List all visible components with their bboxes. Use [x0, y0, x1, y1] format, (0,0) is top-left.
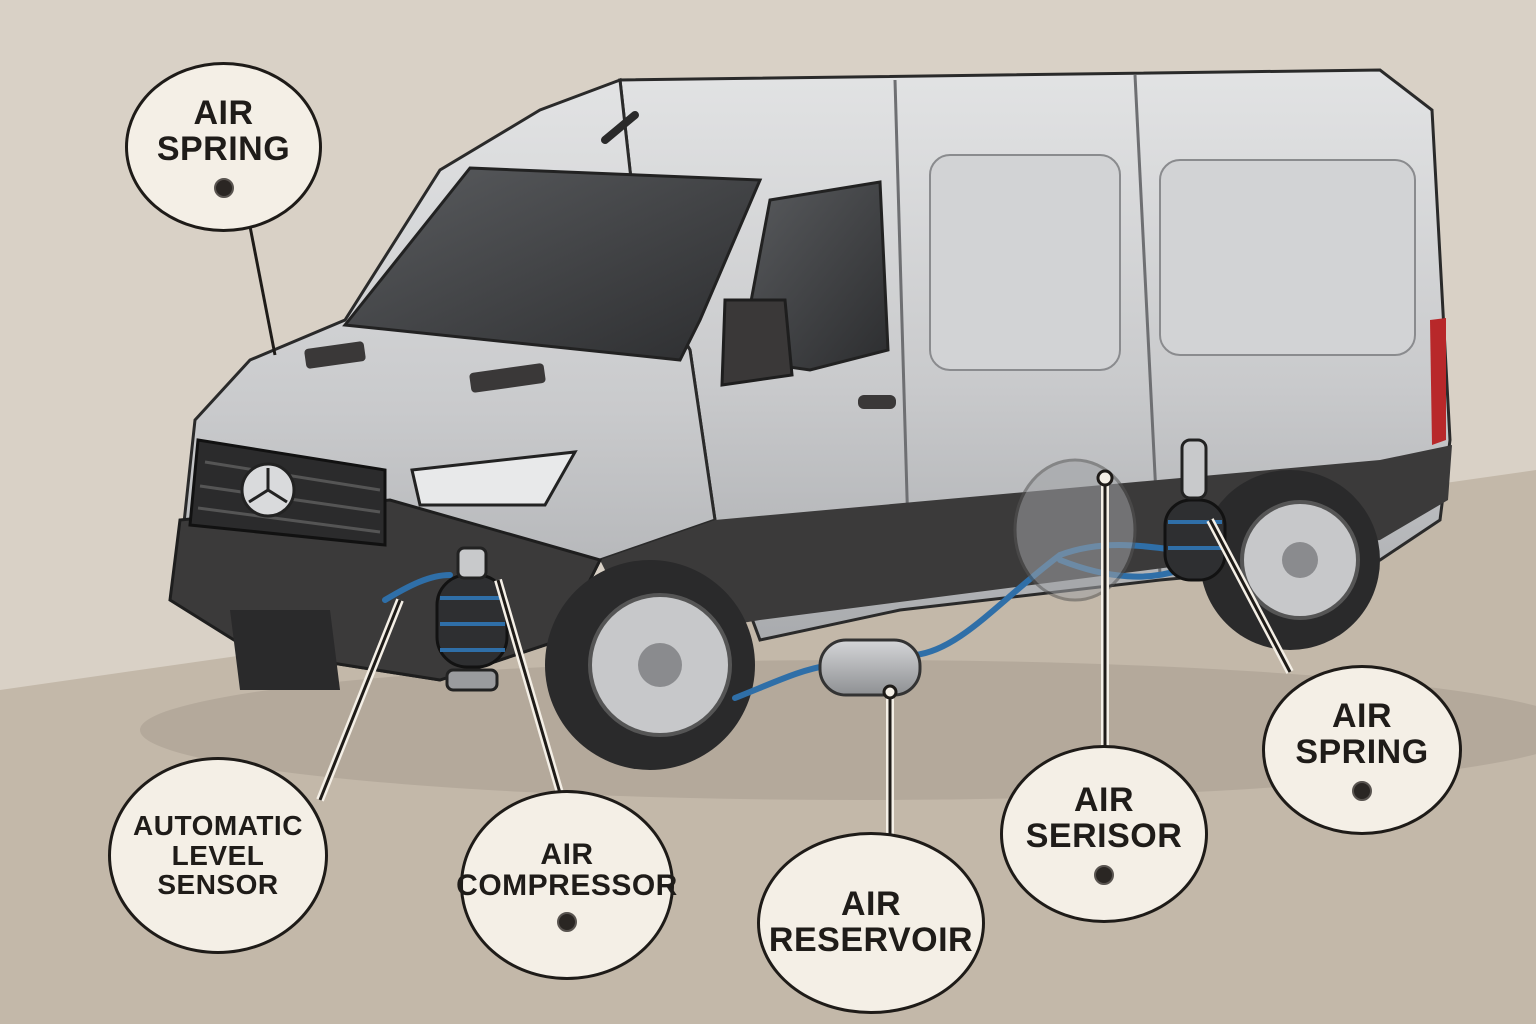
callout-label: AIR SPRING — [157, 96, 290, 167]
windshield — [342, 166, 763, 362]
headlight — [410, 450, 578, 507]
callout-label: AIR SERISOR — [1026, 783, 1183, 854]
callout-line: AUTOMATIC — [133, 810, 303, 842]
callout-air-spring-rear: AIR SPRING — [1262, 665, 1462, 835]
callout-line: SPRING — [1295, 733, 1429, 771]
callout-dot — [1352, 780, 1372, 801]
callout-label: AIR COMPRESSOR — [456, 837, 678, 902]
callout-line: LEVEL — [171, 839, 265, 871]
callout-line: AIR — [1331, 697, 1393, 736]
callout-line: SERISOR — [1025, 817, 1183, 855]
tail-light — [1430, 318, 1446, 445]
air-reservoir-tank — [818, 638, 922, 697]
antenna — [601, 111, 639, 144]
callout-dot — [557, 911, 577, 932]
door-handle — [858, 395, 896, 409]
front-left-wheel — [230, 610, 340, 690]
callout-line: AIR — [1073, 781, 1135, 820]
callout-label: AIR SPRING — [1295, 699, 1428, 770]
callout-line: AIR — [540, 837, 594, 871]
callout-line: RESERVOIR — [768, 921, 974, 959]
side-panel-inset — [929, 154, 1121, 371]
rear-panel-inset — [1159, 159, 1416, 356]
callout-dot — [1094, 864, 1114, 885]
callout-air-compressor: AIR COMPRESSOR — [456, 790, 677, 980]
callout-air-sensor: AIR SERISOR — [1000, 745, 1208, 923]
leader-anchor — [1096, 469, 1114, 487]
callout-line: COMPRESSOR — [456, 869, 678, 902]
leader-anchor — [882, 684, 898, 700]
front-wheel — [545, 560, 755, 770]
callout-label: AUTOMATIC LEVEL SENSOR — [133, 810, 303, 901]
callout-line: SPRING — [156, 130, 291, 168]
hood-vent — [304, 341, 366, 369]
leader-lines — [239, 179, 1354, 969]
hood-vent — [469, 363, 546, 393]
rear-wheel — [1200, 470, 1380, 650]
side-mirror — [720, 298, 794, 387]
callout-automatic-level-sensor: AUTOMATIC LEVEL SENSOR — [108, 757, 328, 954]
callout-air-spring-front: AIR SPRING — [125, 62, 322, 232]
rear-brake-drum — [1013, 458, 1137, 602]
callout-dot — [213, 177, 234, 198]
callout-line: SENSOR — [157, 869, 279, 901]
callout-line: AIR — [193, 94, 254, 133]
van-shadow — [140, 660, 1536, 800]
callout-line: AIR — [840, 885, 902, 924]
callout-air-reservoir: AIR RESERVOIR — [757, 832, 985, 1014]
front-air-spring — [435, 546, 509, 692]
callout-label: AIR RESERVOIR — [769, 887, 973, 958]
